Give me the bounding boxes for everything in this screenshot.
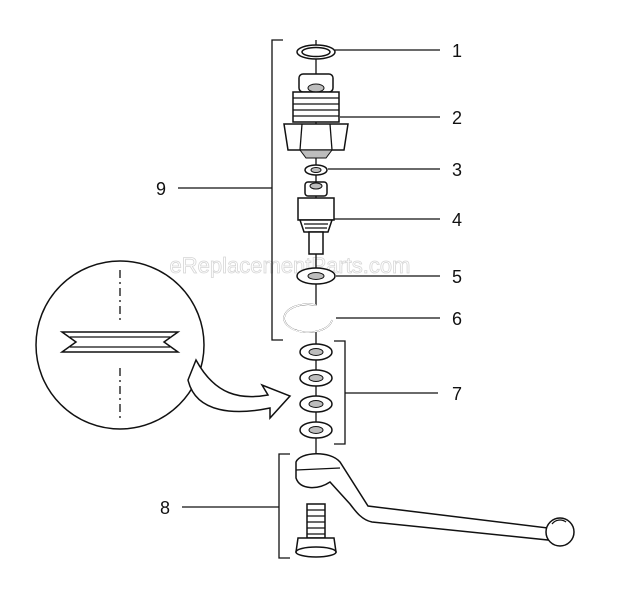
part-valve-stem <box>297 181 335 255</box>
callout-2: 2 <box>452 108 462 128</box>
watermark: eReplacementParts.com <box>170 253 411 278</box>
part-bolt <box>295 503 337 558</box>
callout-9: 9 <box>156 179 166 199</box>
part-snap-ring <box>283 303 333 333</box>
callout-6: 6 <box>452 309 462 329</box>
callout-4: 4 <box>452 210 462 230</box>
callout-1: 1 <box>452 41 462 61</box>
detail-arrow <box>187 358 292 420</box>
part-small-ring <box>304 164 328 176</box>
callout-3: 3 <box>452 160 462 180</box>
callout-5: 5 <box>452 267 462 287</box>
callout-7: 7 <box>452 384 462 404</box>
part-o-ring <box>296 44 336 60</box>
callout-8: 8 <box>160 498 170 518</box>
bracket-8 <box>182 453 290 559</box>
bracket-7 <box>334 340 438 445</box>
bracket-assembly-9 <box>178 39 283 341</box>
part-valve-housing <box>283 73 349 159</box>
part-packing-rings <box>299 343 333 439</box>
detail-magnifier <box>35 260 205 430</box>
part-handle-lever <box>295 453 575 547</box>
part-washer <box>296 267 336 285</box>
